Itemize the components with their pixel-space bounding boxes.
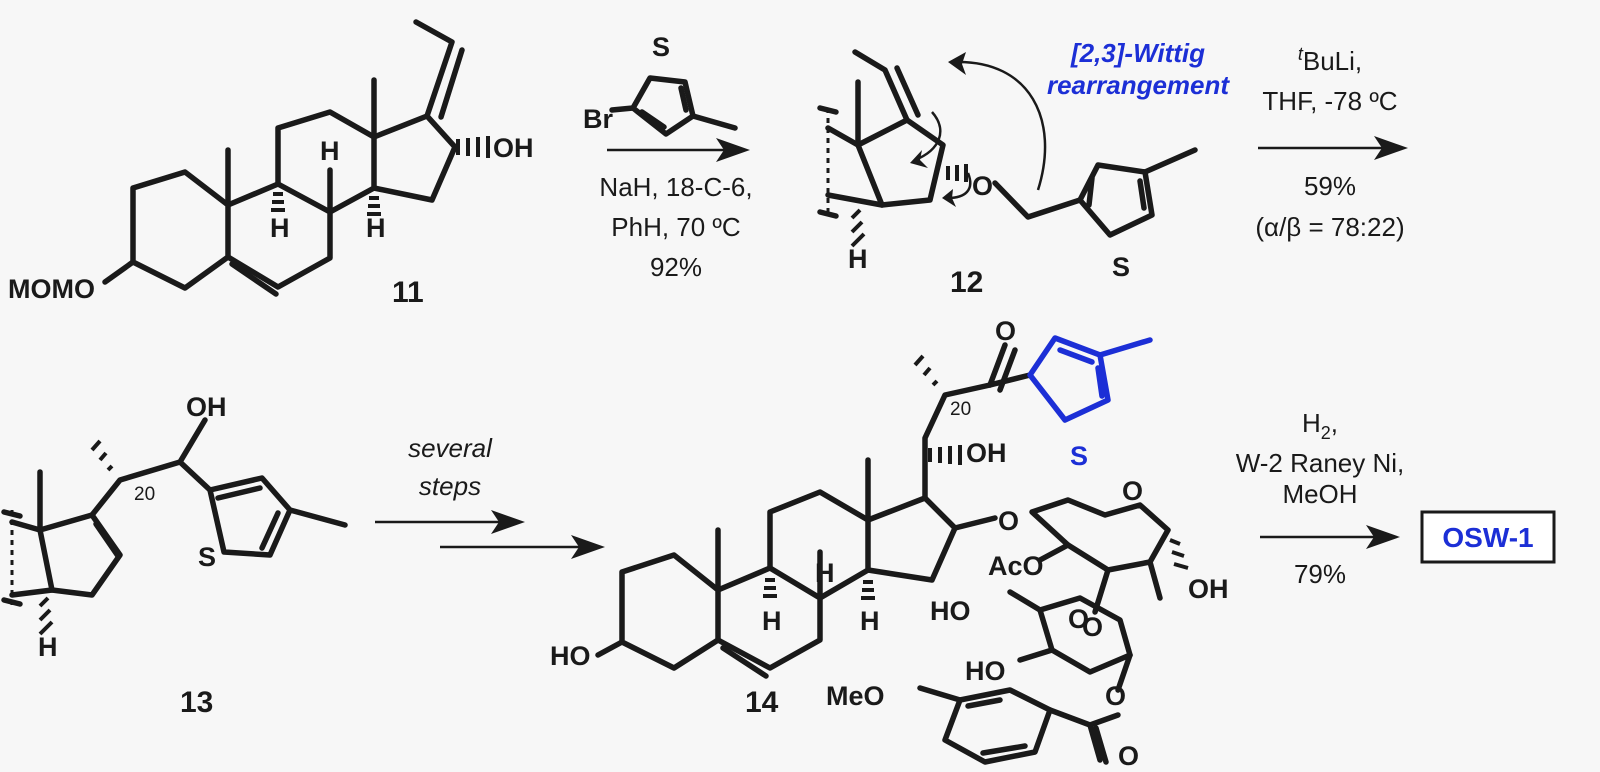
c14-h-label: H xyxy=(762,606,782,636)
compound-12-structure xyxy=(817,49,1198,248)
step2-cond-line1: tBuLi, xyxy=(1298,44,1362,76)
step4-cond-line1: H2, xyxy=(1302,408,1338,443)
c13-h-label: H xyxy=(38,632,58,662)
c14-glycoside-o-label: O xyxy=(998,506,1019,536)
step2-selectivity: (α/β = 78:22) xyxy=(1255,212,1404,242)
compound-13-structure xyxy=(1,417,348,636)
step4-cond-line3: MeOH xyxy=(1282,479,1357,509)
c14-link-o-label: O xyxy=(1082,612,1103,642)
compound-14-structure xyxy=(595,335,1189,765)
c14-ester-o-label: O xyxy=(1105,681,1126,711)
reagent-thiophene-bromide xyxy=(609,75,738,137)
reagent-br-label: Br xyxy=(583,104,613,134)
product-label: OSW-1 xyxy=(1442,522,1533,553)
c11-h-label: H xyxy=(270,213,290,243)
product-box xyxy=(1420,510,1556,564)
step2-cond-line2: THF, -78 ºC xyxy=(1262,86,1397,116)
step2-yield: 59% xyxy=(1304,171,1356,201)
reagent-s-label: S xyxy=(652,32,670,62)
reaction-arrow-2 xyxy=(1258,136,1408,160)
compound-14-label: 14 xyxy=(745,686,779,719)
c13-oh-label: OH xyxy=(186,392,227,422)
step3-label-line1: several xyxy=(408,433,493,463)
c14-ho-label: HO xyxy=(965,656,1006,686)
c13-c20-label: 20 xyxy=(134,484,155,505)
step1-yield: 92% xyxy=(650,252,702,282)
compound-11-label: 11 xyxy=(392,276,424,309)
c14-thiophene-s-label: S xyxy=(1070,441,1088,471)
c14-c20-label: 20 xyxy=(950,399,971,420)
c12-s-label: S xyxy=(1112,252,1130,282)
c14-xylose-oh-label: OH xyxy=(1188,574,1229,604)
c11-momo-label: MOMO xyxy=(8,274,95,304)
c11-h-label: H xyxy=(366,213,386,243)
c11-h-label: H xyxy=(320,136,340,166)
compound-11-structure xyxy=(102,19,490,297)
wittig-label-line2: rearrangement xyxy=(1047,70,1230,100)
compound-12-label: 12 xyxy=(950,266,983,299)
c14-carbonyl-o-label: O xyxy=(1118,741,1139,771)
c14-ketone-o-label: O xyxy=(995,316,1016,346)
c14-ho-label: HO xyxy=(550,641,591,671)
c14-oh-label: OH xyxy=(966,438,1007,468)
reaction-arrow-4 xyxy=(1260,525,1400,549)
step4-yield: 79% xyxy=(1294,559,1346,589)
c12-h-label: H xyxy=(848,244,868,274)
wittig-label-line1: [2,3]-Wittig xyxy=(1070,38,1205,68)
reaction-arrow-1 xyxy=(607,138,750,162)
c14-arabinose-ring-o-label: O xyxy=(1068,604,1089,634)
step1-cond-line1: NaH, 18-C-6, xyxy=(599,172,752,202)
c14-aco-label: AcO xyxy=(988,551,1044,581)
c14-meo-label: MeO xyxy=(826,681,885,711)
c14-xylose-ring-o-label: O xyxy=(1122,476,1143,506)
c13-s-label: S xyxy=(198,542,216,572)
c11-oh-label: OH xyxy=(493,133,534,163)
c12-o-label: O xyxy=(972,171,993,201)
compound-13-label: 13 xyxy=(180,686,213,719)
step1-cond-line2: PhH, 70 ºC xyxy=(611,212,740,242)
reaction-arrow-3-double xyxy=(375,510,605,559)
c14-ho-label: HO xyxy=(930,596,971,626)
c14-h-label: H xyxy=(860,606,880,636)
c14-h-label: H xyxy=(815,558,835,588)
step4-cond-line2: W-2 Raney Ni, xyxy=(1236,448,1405,478)
step3-label-line2: steps xyxy=(419,471,481,501)
